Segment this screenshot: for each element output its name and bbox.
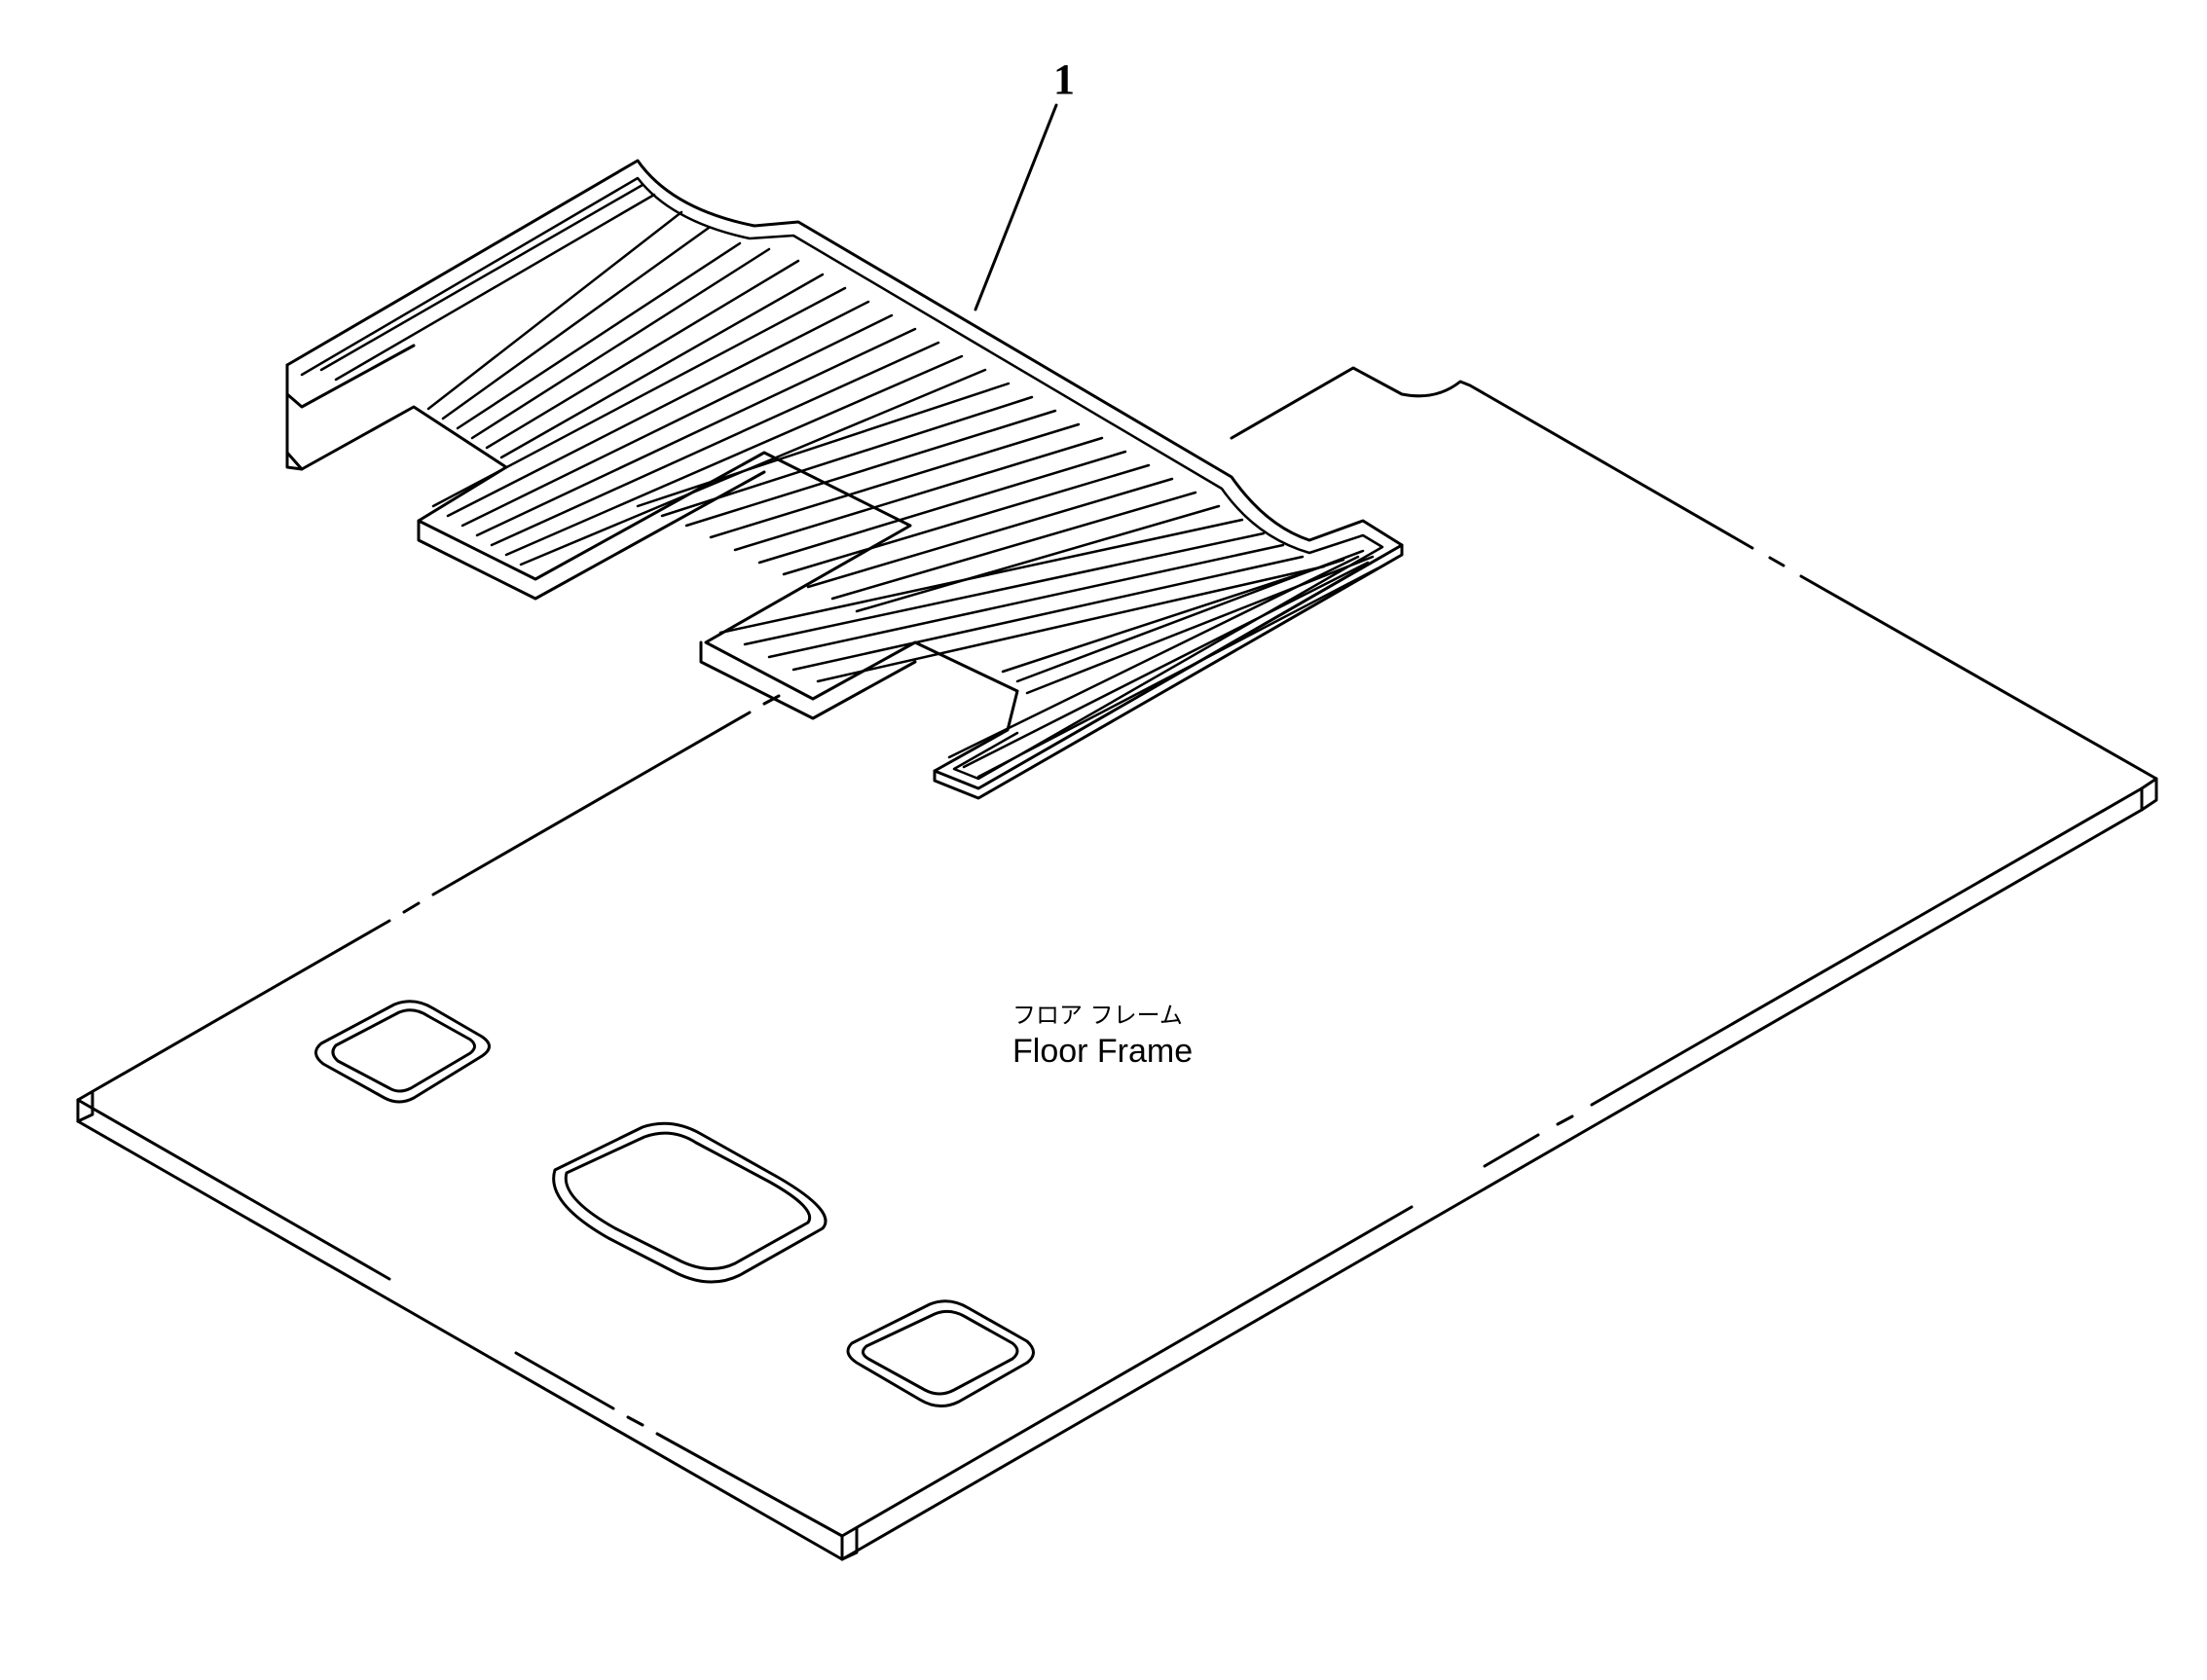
floor-mat-thickness: [285, 344, 1404, 800]
floor-frame-hole-1: [314, 1000, 491, 1104]
floor-frame-far-edge: [1230, 366, 1754, 550]
floor-mat-outline: [285, 159, 1404, 790]
floor-frame-label-jp: フロア フレーム: [1012, 1002, 1183, 1029]
floor-frame-far-edge-dash: [1768, 556, 1785, 567]
floor-frame-label-en: Floor Frame: [1012, 1033, 1193, 1070]
floor-frame-left-corner: [76, 1090, 94, 1123]
floor-frame-hole-2: [552, 1121, 828, 1284]
floor-frame-near-left-edge: [76, 1098, 844, 1561]
floor-frame-front-corner: [840, 1526, 859, 1561]
floor-frame-right-edge: [1799, 574, 2158, 781]
floor-frame-near-right-edge: [840, 786, 2144, 1561]
floor-frame-right-corner: [2140, 777, 2158, 812]
callout-number: 1: [1053, 55, 1075, 103]
callout-leader-line: [974, 103, 1058, 311]
floor-frame-plate: フロア フレーム Floor Frame: [76, 366, 2158, 1561]
floor-frame-top-left-edge: [76, 694, 781, 1102]
floor-mat-grooves: [319, 183, 1379, 779]
callout-1: 1: [974, 55, 1075, 311]
floor-mat-inner-outline: [300, 176, 1384, 781]
floor-mat: [285, 159, 1404, 800]
floor-frame-hole-3: [846, 1299, 1035, 1407]
